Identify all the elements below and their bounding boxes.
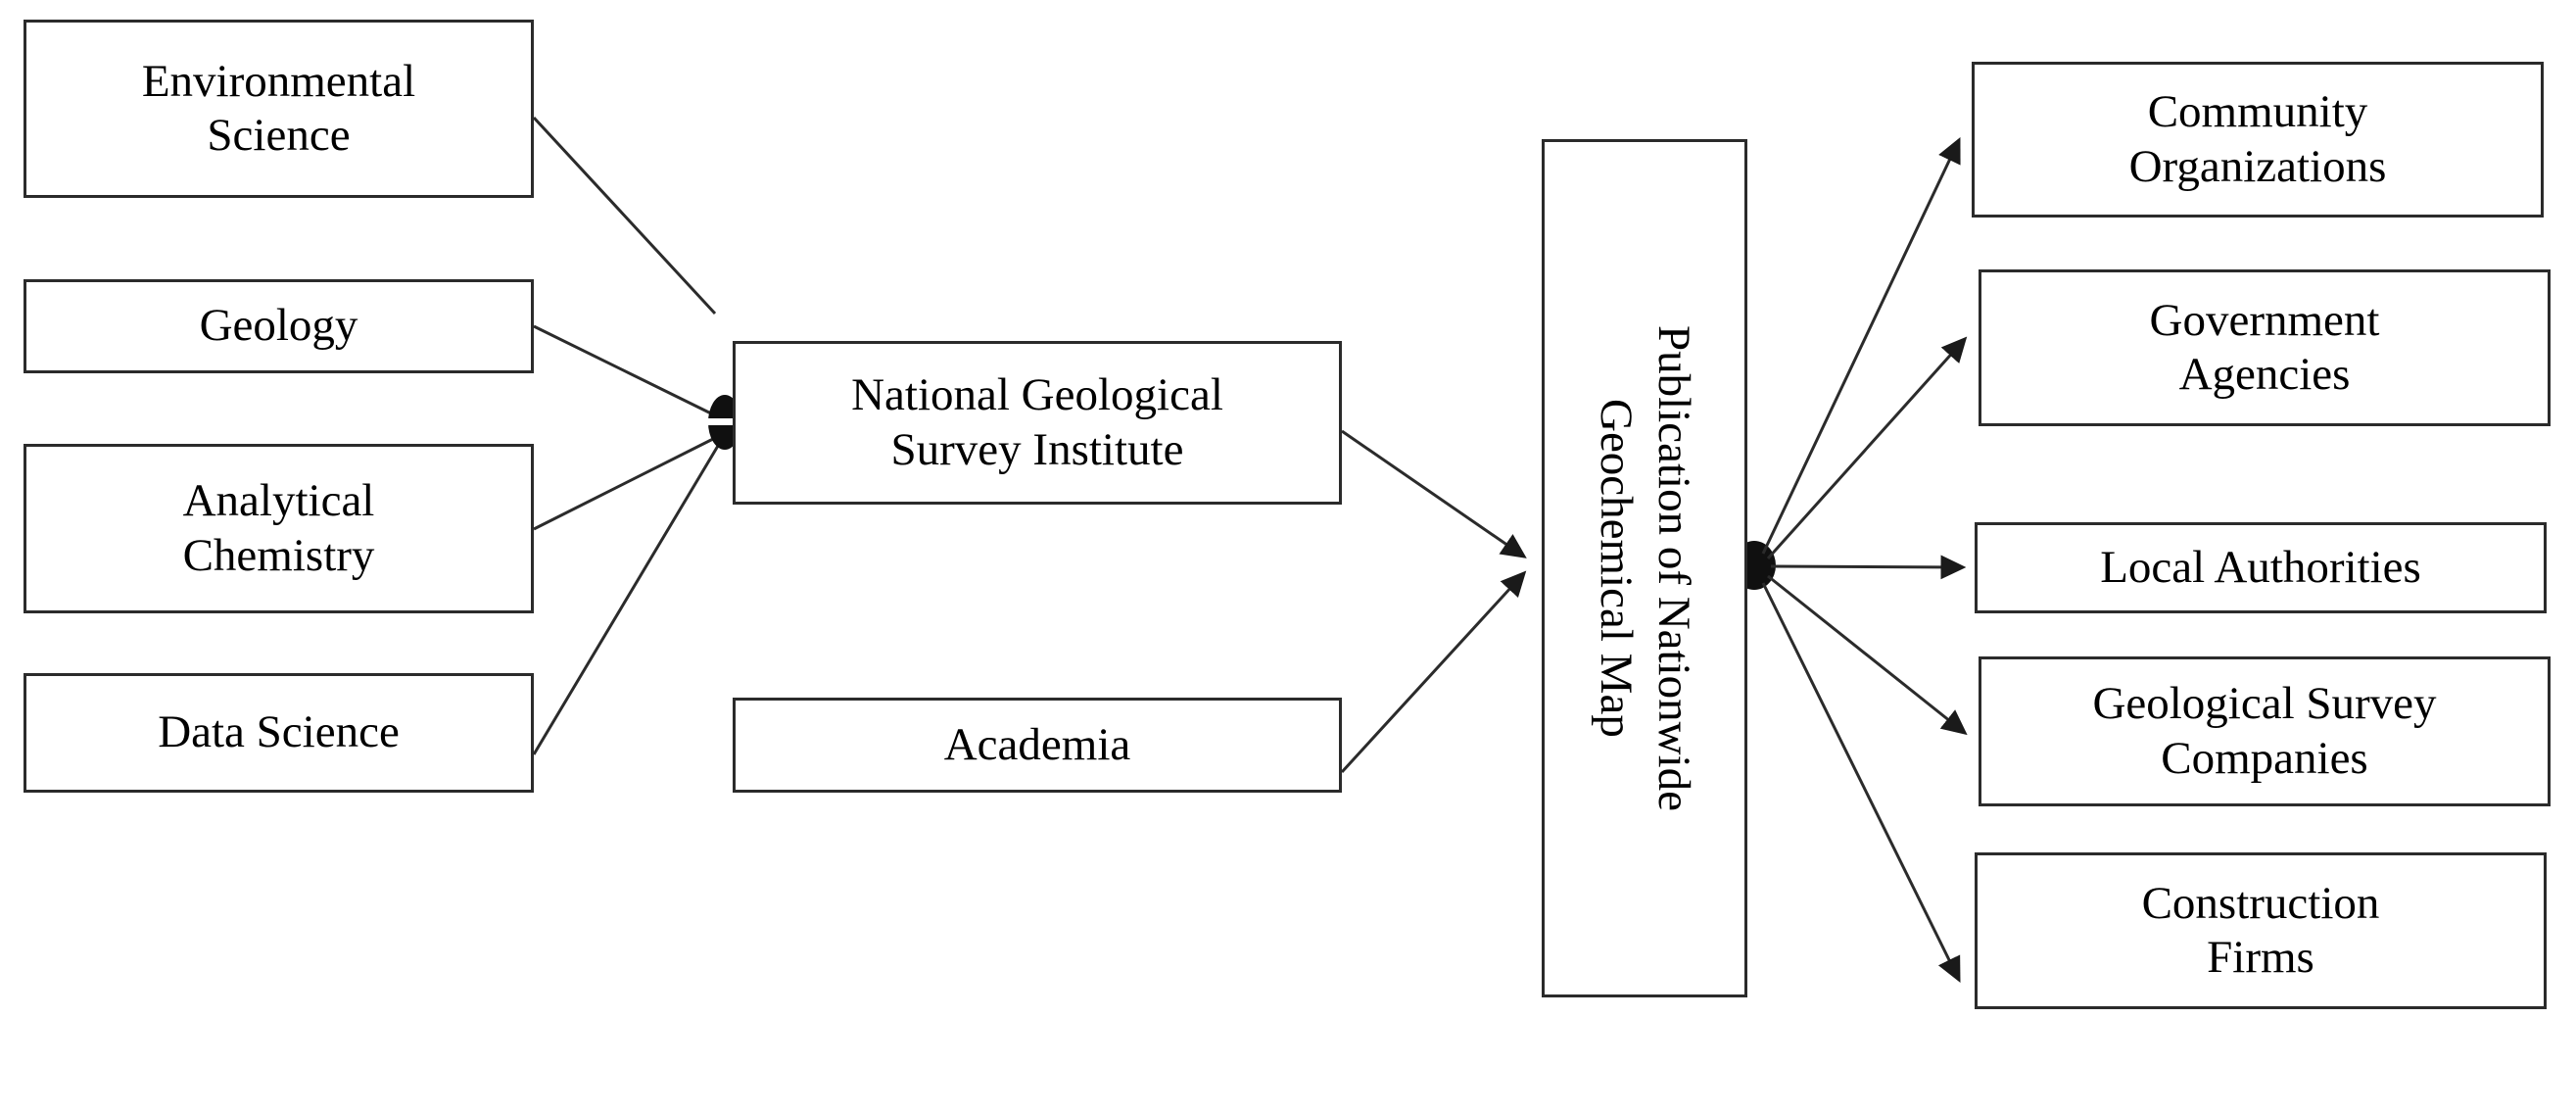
node-national-geological-survey-institute[interactable]: National Geological Survey Institute (733, 341, 1342, 505)
node-geological-survey-companies[interactable]: Geological Survey Companies (1979, 656, 2551, 806)
node-academia[interactable]: Academia (733, 698, 1342, 793)
node-government-agencies-label: Government Agencies (2149, 294, 2380, 400)
edge-academia-to-publication (1340, 570, 1527, 774)
node-geology[interactable]: Geology (24, 279, 534, 373)
node-community-organizations[interactable]: Community Organizations (1972, 62, 2544, 218)
node-analytical-chemistry-label: Analytical Chemistry (182, 475, 375, 581)
node-environmental-science-label: Environmental Science (141, 55, 416, 161)
node-data-science-label: Data Science (158, 706, 400, 758)
node-geology-label: Geology (199, 300, 358, 352)
node-national-geological-survey-institute-label: National Geological Survey Institute (851, 369, 1223, 475)
node-construction-firms[interactable]: Construction Firms (1975, 852, 2547, 1009)
node-publication-of-nationwide-geochemical-map-label: Publication of Nationwide Geochemical Ma… (1591, 324, 1699, 812)
node-geological-survey-companies-label: Geological Survey Companies (2092, 678, 2437, 784)
node-local-authorities[interactable]: Local Authorities (1975, 522, 2547, 613)
node-academia-label: Academia (943, 718, 1131, 770)
edge-publication-to-community-organizations (1761, 136, 1961, 555)
node-analytical-chemistry[interactable]: Analytical Chemistry (24, 444, 534, 613)
node-community-organizations-label: Community Organizations (2128, 86, 2387, 192)
edge-institute-to-publication (1341, 429, 1527, 558)
node-environmental-science[interactable]: Environmental Science (24, 20, 534, 198)
edge-analytical-chemistry-to-institute (533, 437, 714, 531)
node-data-science[interactable]: Data Science (24, 673, 534, 793)
edge-publication-to-construction-firms (1761, 582, 1961, 984)
edge-data-science-to-institute (532, 445, 720, 755)
edge-publication-to-geological-survey-companies (1767, 574, 1968, 736)
edge-geology-to-institute (533, 324, 714, 416)
node-publication-of-nationwide-geochemical-map[interactable]: Publication of Nationwide Geochemical Ma… (1542, 139, 1747, 997)
node-government-agencies[interactable]: Government Agencies (1979, 269, 2551, 426)
node-local-authorities-label: Local Authorities (2100, 541, 2421, 593)
edge-publication-to-local-authorities (1770, 555, 1967, 580)
node-construction-firms-label: Construction Firms (2141, 877, 2380, 983)
edge-publication-to-government-agencies (1766, 336, 1968, 560)
edge-environmental-science-to-institute (532, 116, 717, 315)
